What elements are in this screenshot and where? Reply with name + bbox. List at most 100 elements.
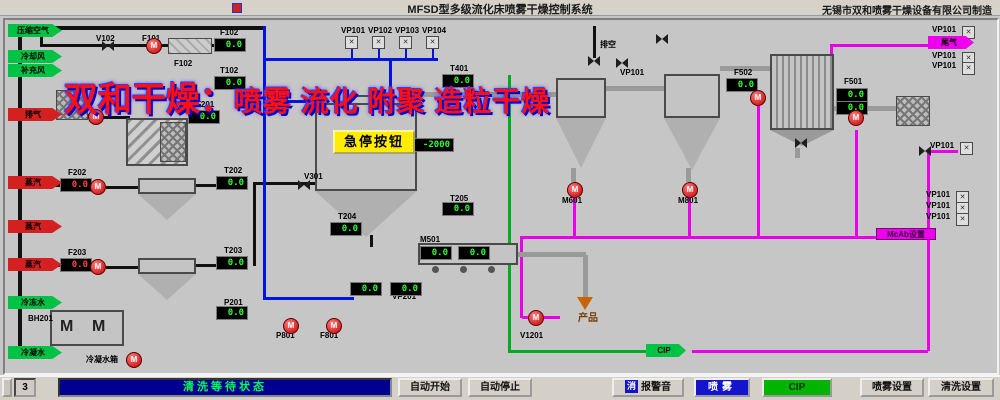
pipe	[96, 116, 130, 119]
pipe	[405, 48, 407, 59]
exhaust-silencer	[896, 96, 930, 126]
pipe	[927, 239, 930, 351]
label: P801	[276, 331, 295, 340]
label: F203	[68, 248, 87, 257]
fan-icon[interactable]: ✕	[962, 62, 975, 75]
label: VP101	[926, 190, 951, 199]
valve-icon[interactable]	[588, 56, 600, 66]
label: M501	[420, 235, 441, 244]
flow-arrow: 冷凝水	[8, 346, 62, 359]
label: T401	[450, 64, 469, 73]
cyclone-2-body	[664, 74, 720, 118]
pipe	[830, 44, 930, 47]
fan-icon[interactable]: ✕	[426, 36, 439, 49]
heat-exchanger-f102	[168, 38, 212, 54]
fan-icon[interactable]: ✕	[372, 36, 385, 49]
pump-icon[interactable]: M	[528, 310, 544, 326]
pump-icon[interactable]: M	[90, 179, 106, 195]
label: VP101	[341, 26, 366, 35]
pump-icon[interactable]: M	[682, 182, 698, 198]
label: F102	[220, 28, 239, 37]
label: BH201	[28, 314, 53, 323]
pipe	[253, 184, 256, 266]
pipe	[573, 198, 576, 238]
fluid-bed-wheel	[432, 266, 439, 273]
pipe	[106, 266, 140, 269]
pump-icon[interactable]: M	[750, 90, 766, 106]
label: F202	[68, 168, 87, 177]
digital-display: 0.0	[390, 282, 422, 296]
label: VP201	[392, 292, 417, 301]
pipe	[432, 48, 434, 59]
auto-start-button[interactable]: 自动开始	[398, 378, 462, 397]
fan-icon[interactable]: ✕	[399, 36, 412, 49]
valve-icon[interactable]	[919, 146, 931, 156]
pipe	[583, 255, 588, 297]
clean-settings-button[interactable]: 清洗设置	[928, 378, 994, 397]
cyclone-1-cone	[556, 118, 606, 168]
valve-icon[interactable]	[656, 34, 668, 44]
emergency-stop-button[interactable]: 急停按钮	[333, 130, 415, 154]
flow-arrow: CIP	[646, 344, 686, 357]
label: T205	[450, 194, 469, 203]
heater-2-body	[138, 258, 196, 274]
cip-button[interactable]: CIP	[762, 378, 832, 397]
label: VP103	[395, 26, 420, 35]
pump-icon[interactable]: M	[567, 182, 583, 198]
valve-icon[interactable]	[298, 180, 310, 190]
digital-display: -2000	[412, 138, 454, 152]
bag-filter-right	[770, 54, 834, 130]
pipe	[18, 26, 22, 358]
label: VP101	[930, 141, 955, 150]
heater-2-cone	[138, 274, 196, 300]
label: VP102	[368, 26, 393, 35]
digital-display: 0.0	[726, 78, 758, 92]
label: F501	[844, 77, 863, 86]
digital-display: 0.0	[216, 176, 248, 190]
pipe	[40, 28, 43, 46]
label: T202	[224, 166, 243, 175]
valve-icon[interactable]	[795, 138, 807, 148]
pipe	[378, 48, 380, 59]
pump-icon[interactable]: M	[283, 318, 299, 334]
valve-icon[interactable]	[616, 58, 628, 68]
label: F801	[320, 331, 339, 340]
flow-arrow: 蒸汽	[8, 258, 62, 271]
pump-icon[interactable]: M	[146, 38, 162, 54]
fan-icon[interactable]: ✕	[345, 36, 358, 49]
pipe	[266, 58, 438, 61]
pipe	[927, 152, 930, 238]
mute-label: 报警音	[641, 382, 671, 393]
cyclone-2-cone	[664, 118, 720, 170]
pump-icon[interactable]: M	[90, 259, 106, 275]
spray-mode-button[interactable]: 喷雾	[694, 378, 750, 397]
pipe	[795, 148, 800, 158]
pump-icon[interactable]: M	[88, 109, 104, 125]
spray-settings-button[interactable]: 喷雾设置	[860, 378, 924, 397]
valve-icon[interactable]	[102, 41, 114, 51]
flow-arrow: 冷却风	[8, 50, 62, 63]
digital-display: 0.0	[188, 110, 220, 124]
fan-icon[interactable]: ✕	[956, 191, 969, 204]
digital-display: 0.0	[350, 282, 382, 296]
pipe	[508, 350, 648, 353]
mute-alarm-button[interactable]: 消报警音	[612, 378, 684, 397]
flow-arrow: 尾气	[928, 36, 974, 49]
auto-stop-button[interactable]: 自动停止	[468, 378, 532, 397]
pipe	[516, 252, 586, 257]
pump-icon[interactable]: M	[126, 352, 142, 368]
label: V102	[96, 34, 115, 43]
fan-icon[interactable]: ✕	[956, 213, 969, 226]
flow-arrow: 压缩空气	[8, 24, 62, 37]
digital-display: 0.0	[214, 38, 246, 52]
pump-icon[interactable]: M	[326, 318, 342, 334]
pipe	[266, 297, 354, 300]
label: VP104	[422, 26, 447, 35]
pipe	[855, 130, 858, 238]
fan-icon[interactable]: ✕	[960, 142, 973, 155]
digital-display: 0.0	[60, 258, 92, 272]
pipe	[688, 198, 691, 238]
label: VP101	[932, 51, 957, 60]
pipe	[508, 75, 511, 352]
pump-icon[interactable]: M	[848, 110, 864, 126]
